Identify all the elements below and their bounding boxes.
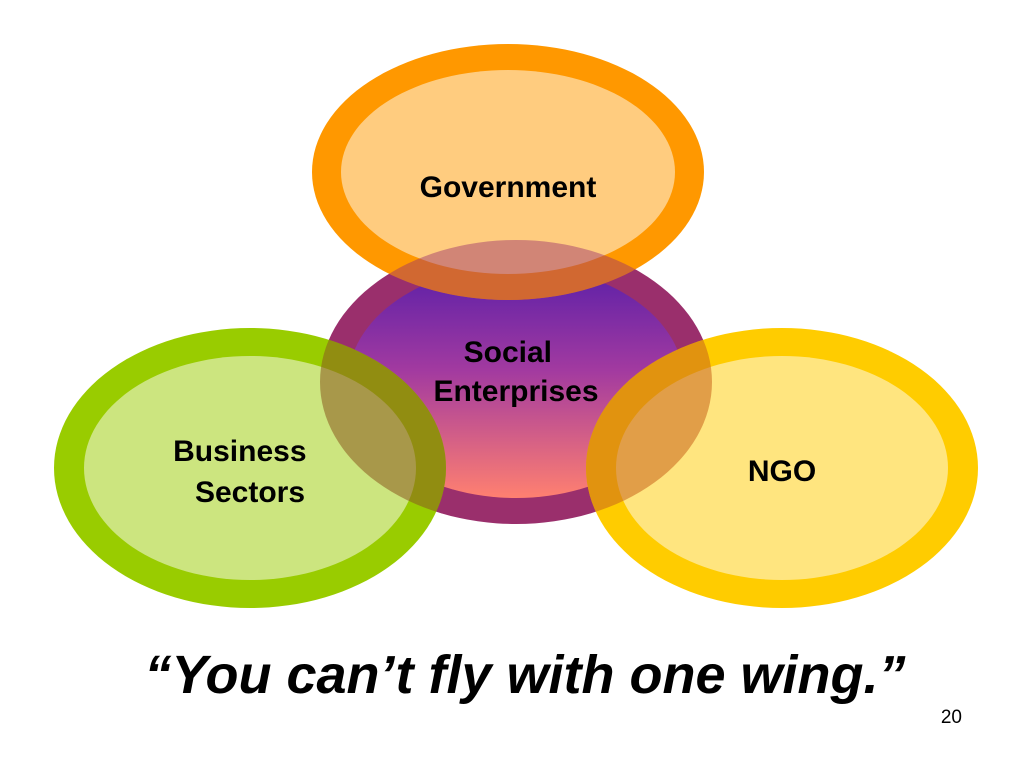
government-fill <box>341 70 675 274</box>
business-sectors-label-line-1: Business <box>173 435 306 468</box>
social-enterprises-label-line-1: Social <box>464 336 552 369</box>
ngo-label-line-1: NGO <box>748 455 816 488</box>
social-enterprises-label: Social Enterprises <box>433 336 598 408</box>
slide-number: 20 <box>940 707 962 728</box>
government-label: Government <box>420 171 597 204</box>
overlap-layer <box>320 328 712 524</box>
ngo-label: NGO <box>748 455 816 488</box>
social-enterprises-label-line-2: Enterprises <box>433 375 598 408</box>
business-sectors-label: Business Sectors <box>173 435 315 509</box>
overlap-business <box>320 328 446 524</box>
business-sectors-label-line-2: Sectors <box>195 476 305 509</box>
overlap-ngo <box>586 328 712 524</box>
government-label-line-1: Government <box>420 171 597 204</box>
node-government: Government <box>312 44 704 300</box>
quote: “You can’t fly with one wing.” <box>144 645 906 705</box>
